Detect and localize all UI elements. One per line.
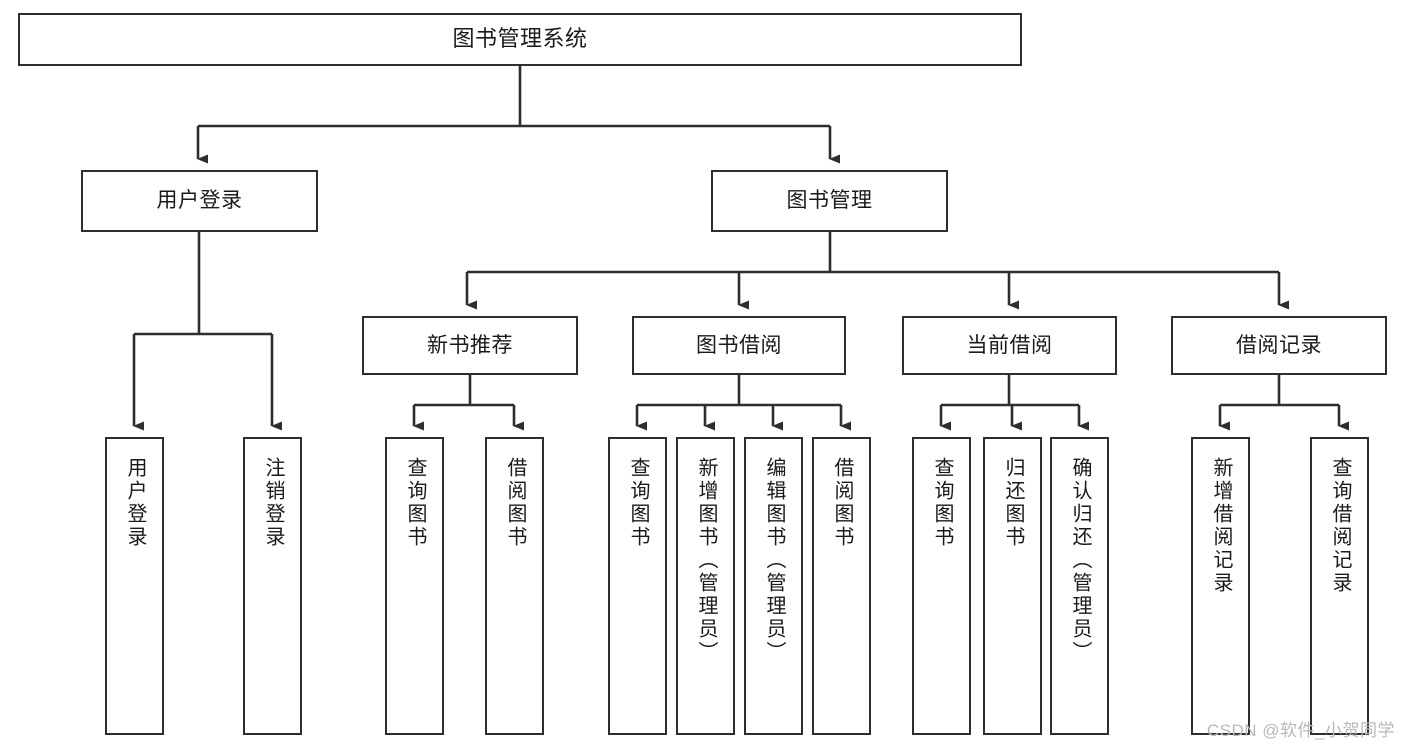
node-label: 新增借阅记录 bbox=[1210, 457, 1232, 595]
node-label: 借阅图书 bbox=[504, 457, 526, 549]
node-label: 当前借阅 bbox=[966, 333, 1053, 357]
node-label: 查询图书 bbox=[627, 457, 649, 549]
node-label: 借阅图书 bbox=[831, 457, 853, 549]
node-leaf-0[interactable]: 用户登录 bbox=[105, 437, 164, 735]
node-leaf-10[interactable]: 确认归还（管理员） bbox=[1050, 437, 1109, 735]
node-label: 借阅记录 bbox=[1236, 333, 1322, 357]
node-level3-0[interactable]: 新书推荐 bbox=[362, 316, 578, 375]
node-level2-0[interactable]: 用户登录 bbox=[81, 170, 318, 232]
node-leaf-7[interactable]: 借阅图书 bbox=[812, 437, 871, 735]
node-leaf-4[interactable]: 查询图书 bbox=[608, 437, 667, 735]
node-label: 注销登录 bbox=[262, 457, 284, 549]
node-root-system[interactable]: 图书管理系统 bbox=[18, 13, 1022, 66]
node-label: 归还图书 bbox=[1002, 457, 1024, 549]
node-level2-1[interactable]: 图书管理 bbox=[711, 170, 948, 232]
node-level3-2[interactable]: 当前借阅 bbox=[902, 316, 1117, 375]
node-leaf-6[interactable]: 编辑图书（管理员） bbox=[744, 437, 803, 735]
node-label: 查询图书 bbox=[404, 457, 426, 549]
node-label: 编辑图书（管理员） bbox=[763, 457, 785, 664]
node-level3-3[interactable]: 借阅记录 bbox=[1171, 316, 1387, 375]
node-label: 用户登录 bbox=[124, 457, 146, 549]
node-level3-1[interactable]: 图书借阅 bbox=[632, 316, 846, 375]
node-label: 新书推荐 bbox=[427, 333, 513, 357]
node-label: 查询借阅记录 bbox=[1329, 457, 1351, 595]
node-label: 查询图书 bbox=[931, 457, 953, 549]
node-leaf-3[interactable]: 借阅图书 bbox=[485, 437, 544, 735]
node-leaf-11[interactable]: 新增借阅记录 bbox=[1191, 437, 1250, 735]
node-label: 图书借阅 bbox=[696, 333, 782, 357]
node-label: 用户登录 bbox=[156, 189, 243, 213]
node-leaf-12[interactable]: 查询借阅记录 bbox=[1310, 437, 1369, 735]
node-leaf-2[interactable]: 查询图书 bbox=[385, 437, 444, 735]
watermark-label: CSDN @软件_小贺同学 bbox=[1206, 721, 1395, 740]
node-leaf-1[interactable]: 注销登录 bbox=[243, 437, 302, 735]
node-leaf-9[interactable]: 归还图书 bbox=[983, 437, 1042, 735]
node-leaf-8[interactable]: 查询图书 bbox=[912, 437, 971, 735]
node-label: 图书管理系统 bbox=[452, 26, 588, 52]
node-label: 确认归还（管理员） bbox=[1069, 457, 1091, 664]
node-label: 图书管理 bbox=[786, 189, 873, 213]
node-label: 新增图书（管理员） bbox=[695, 457, 717, 664]
node-leaf-5[interactable]: 新增图书（管理员） bbox=[676, 437, 735, 735]
